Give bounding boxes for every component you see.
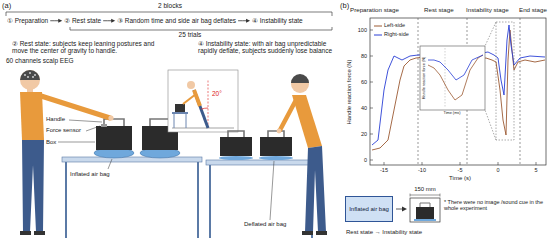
label: (b)	[340, 2, 349, 11]
label: Rest state → Instability state	[346, 229, 422, 236]
air-bag-box: Inflated air bag	[345, 196, 393, 222]
connector-line	[50, 20, 59, 21]
label: 0	[364, 157, 367, 163]
node-text: Inflated air bag	[348, 206, 390, 213]
label: Inflated air bag	[70, 171, 110, 178]
label: Handle	[46, 116, 65, 123]
label: 40	[361, 105, 367, 111]
label: 60	[361, 79, 367, 85]
label: 20	[361, 131, 367, 137]
label: Box	[46, 139, 56, 146]
label: Rest stage	[424, 6, 454, 13]
step-label: ① Preparation	[6, 17, 49, 24]
label: ② Rest state: subjects keep leaning post…	[12, 40, 172, 55]
connector	[103, 19, 115, 23]
step-label: ② Rest state	[63, 17, 102, 24]
connector-line	[103, 20, 112, 21]
legend-label: Right-side	[384, 31, 409, 37]
arrow-head	[111, 19, 115, 23]
node-text: ① Preparation	[7, 17, 48, 24]
label: Instability stage	[466, 6, 509, 13]
axis-title: Handle reaction force (N)	[422, 57, 426, 99]
step-label: ④ Instability state	[251, 17, 304, 24]
connector	[238, 19, 250, 23]
label: * There were no image /sound cue in the …	[444, 199, 548, 212]
connector-line	[238, 20, 247, 21]
label: Deflated air bag	[244, 221, 286, 228]
legend-label: Left-side	[384, 22, 405, 28]
label: Time (s)	[449, 175, 471, 182]
label: 100	[358, 27, 367, 33]
label: Time (ms)	[444, 111, 461, 115]
label: 25 trials	[179, 31, 202, 38]
label: -5	[458, 167, 463, 173]
label: 150 mm	[414, 186, 436, 193]
label: 60 channels scalp EEG	[6, 57, 74, 64]
label: ④ Instability state: with air bag unpred…	[198, 40, 336, 55]
step-label: ③ Random time and side air bag deflates	[116, 17, 237, 24]
label: Preparation stage	[350, 6, 399, 13]
label: End stage	[519, 6, 547, 13]
label: -15	[380, 167, 388, 173]
label: (a)	[2, 2, 11, 11]
label: 80	[361, 53, 367, 59]
label: -10	[418, 167, 426, 173]
label: 5	[534, 167, 537, 173]
label: Force sensor	[46, 127, 81, 134]
label: 20°	[212, 90, 222, 97]
node-text: ② Rest state	[64, 17, 101, 24]
axis-title: Handle reaction force (N)	[346, 60, 353, 125]
arrow-head	[58, 19, 62, 23]
connector	[50, 19, 62, 23]
label: 2 blocks	[157, 2, 183, 9]
node-text: ③ Random time and side air bag deflates	[117, 17, 236, 24]
label: 0	[496, 167, 499, 173]
arrow-head	[246, 19, 250, 23]
node-text: ④ Instability state	[252, 17, 303, 24]
